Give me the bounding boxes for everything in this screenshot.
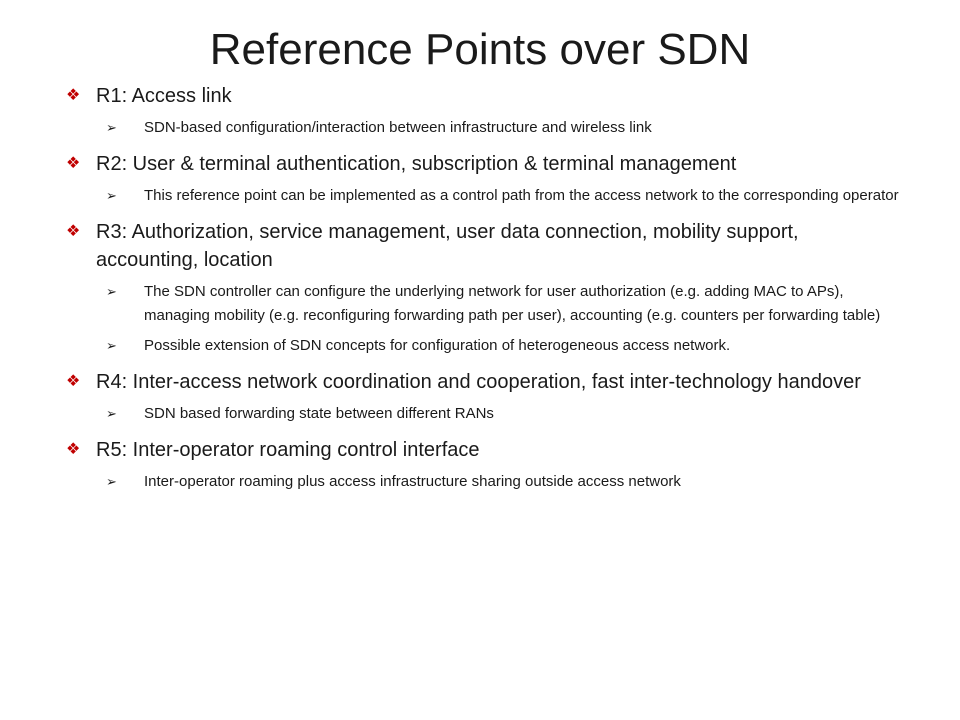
list-item: ❖ R2: User & terminal authentication, su… (64, 150, 904, 178)
item-text: R1: Access link (96, 85, 232, 107)
list-item: ❖ R1: Access link (64, 82, 904, 110)
sub-list-item: ➢ The SDN controller can configure the u… (64, 280, 904, 328)
subitem-text: SDN based forwarding state between diffe… (144, 405, 494, 422)
diamond-bullet-icon: ❖ (66, 373, 81, 390)
list-item: ❖ R4: Inter-access network coordination … (64, 368, 904, 396)
slide-title: Reference Points over SDN (209, 25, 751, 74)
sub-list-item: ➢ This reference point can be implemente… (64, 184, 904, 208)
diamond-bullet-icon: ❖ (66, 155, 81, 172)
subitem-text: The SDN controller can configure the und… (144, 283, 881, 324)
item-text: R3: Authorization, service management, u… (96, 221, 799, 271)
item-text: R5: Inter-operator roaming control inter… (96, 439, 480, 461)
arrowhead-bullet-icon: ➢ (106, 120, 117, 135)
diamond-bullet-icon: ❖ (66, 441, 81, 458)
sub-list-item: ➢ Possible extension of SDN concepts for… (64, 334, 904, 358)
subitem-text: SDN-based configuration/interaction betw… (144, 119, 652, 136)
sub-list-item: ➢ Inter-operator roaming plus access inf… (64, 470, 904, 494)
sub-list-item: ➢ SDN-based configuration/interaction be… (64, 116, 904, 140)
subitem-text: This reference point can be implemented … (144, 187, 899, 204)
arrowhead-bullet-icon: ➢ (106, 338, 117, 353)
list-item: ❖ R5: Inter-operator roaming control int… (64, 436, 904, 464)
list-item: ❖ R3: Authorization, service management,… (64, 218, 904, 274)
arrowhead-bullet-icon: ➢ (106, 406, 117, 421)
item-text: R4: Inter-access network coordination an… (96, 371, 861, 393)
bullet-list: ❖ R1: Access link ➢ SDN-based configurat… (64, 82, 904, 494)
item-text: R2: User & terminal authentication, subs… (96, 153, 737, 175)
diamond-bullet-icon: ❖ (66, 87, 81, 104)
sub-list-item: ➢ SDN based forwarding state between dif… (64, 402, 904, 426)
diamond-bullet-icon: ❖ (66, 223, 81, 240)
subitem-text: Possible extension of SDN concepts for c… (144, 337, 731, 354)
subitem-text: Inter-operator roaming plus access infra… (144, 473, 681, 490)
arrowhead-bullet-icon: ➢ (106, 188, 117, 203)
arrowhead-bullet-icon: ➢ (106, 284, 117, 299)
arrowhead-bullet-icon: ➢ (106, 474, 117, 489)
